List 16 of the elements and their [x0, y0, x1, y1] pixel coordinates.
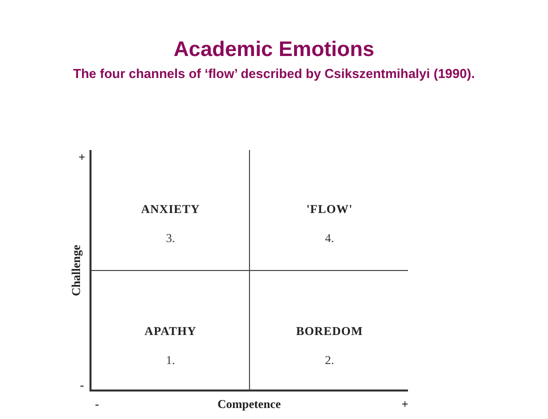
quadrant-number: 1.	[166, 353, 175, 368]
quadrant-number: 3.	[166, 231, 175, 246]
quadrant-label: ANXIETY	[141, 202, 200, 217]
quadrant-label: BOREDOM	[296, 324, 363, 339]
axis-title: Challenge	[68, 244, 84, 296]
tick-label: +	[78, 150, 86, 165]
tick-label: -	[80, 378, 84, 393]
quadrant-number: 4.	[325, 231, 334, 246]
tick-label: -	[95, 397, 99, 412]
title: Academic Emotions	[172, 38, 376, 62]
quadrant-label: APATHY	[144, 324, 196, 339]
quadrant-number: 2.	[325, 353, 334, 368]
quadrant-label: 'FLOW'	[306, 202, 353, 217]
subtitle: The four channels of ‘flow’ described by Csikszentmihalyi (1990).	[72, 66, 476, 81]
tick-label: +	[402, 397, 408, 412]
axis-title: Competence	[218, 397, 281, 412]
